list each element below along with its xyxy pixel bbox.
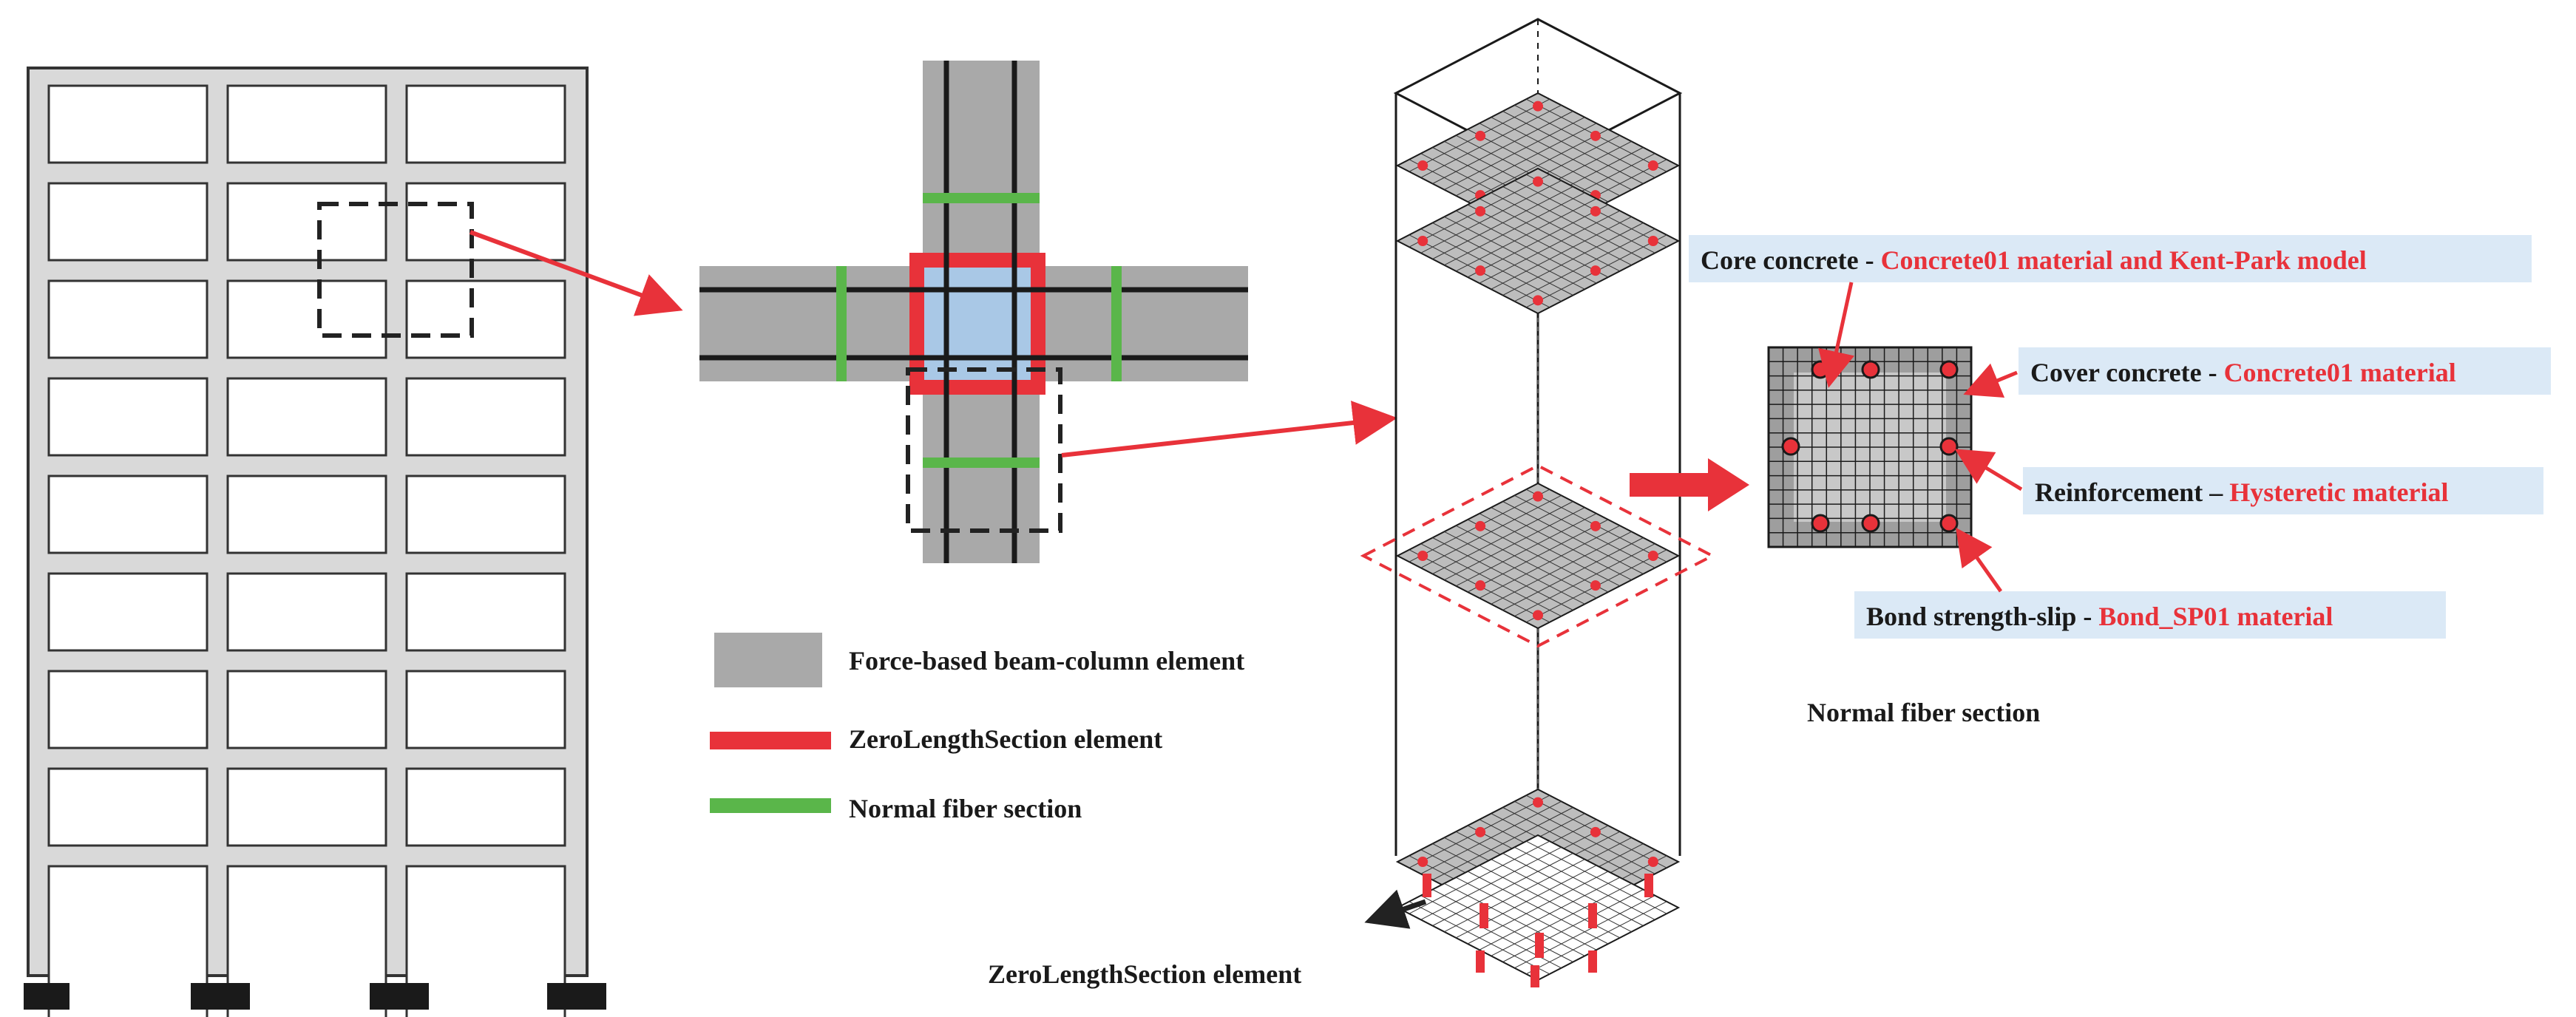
frame-opening [405, 670, 566, 749]
legend: Force-based beam-column element ZeroLeng… [710, 633, 1244, 823]
label-box-cover-concrete [2019, 347, 2551, 395]
joint-core [909, 253, 1045, 395]
legend-label-red: ZeroLengthSection element [849, 724, 1162, 754]
label-cover-concrete: Cover concrete - Concrete01 material [2030, 358, 2456, 387]
zerolength-bond-bars [1423, 874, 1653, 987]
frame-opening [405, 279, 566, 359]
frame-opening [47, 865, 209, 1017]
label-box-core-concrete [1689, 235, 2532, 282]
frame-opening [405, 767, 566, 847]
frame-opening [226, 572, 387, 652]
column-fiber-slice [1395, 834, 1681, 982]
leader-reinforcement [1954, 449, 2023, 492]
frame-opening [405, 182, 566, 262]
section-caption: Normal fiber section [1807, 698, 2040, 727]
label-core-concrete: Core concrete - Concrete01 material and … [1701, 245, 2367, 275]
frame-opening [47, 84, 209, 164]
legend-swatch-red [710, 732, 831, 749]
column-fiber-slices [1395, 92, 1681, 982]
frame-foundation-blocks [24, 983, 606, 1010]
frame-opening [226, 865, 387, 1017]
leader-core-concrete [1818, 282, 1854, 388]
legend-swatch-green [710, 798, 831, 813]
column-lower [923, 377, 1040, 563]
frame-opening [47, 182, 209, 262]
slip-direction-arrow [1364, 889, 1427, 929]
foundation-block [191, 983, 250, 1010]
arrow-column-to-section [1630, 458, 1749, 511]
frame-openings [47, 84, 566, 1017]
foundation-block [547, 983, 606, 1010]
frame-opening [405, 377, 566, 457]
frame-opening [405, 865, 566, 1017]
arrow-frame-to-joint [469, 230, 683, 316]
joint-highlight-box [317, 202, 474, 338]
legend-label-gray: Force-based beam-column element [849, 646, 1244, 676]
legend-label-green: Normal fiber section [849, 794, 1082, 823]
section-labels: Core concrete - Concrete01 material and … [1689, 235, 2551, 727]
frame-opening [47, 670, 209, 749]
frame-opening [47, 572, 209, 652]
frame-opening [47, 475, 209, 554]
frame-opening [405, 572, 566, 652]
label-reinforcement: Reinforcement – Hysteretic material [2035, 477, 2448, 507]
column-bottom-label: ZeroLengthSection element [988, 959, 1301, 989]
column-fiber-slice [1395, 92, 1681, 239]
arrow-joint-to-column [1061, 401, 1397, 458]
frame-opening [226, 670, 387, 749]
frame-opening [47, 767, 209, 847]
frame-opening [405, 475, 566, 554]
frame-opening [226, 279, 387, 359]
column-upper [923, 61, 1040, 275]
label-box-bond-slip [1854, 591, 2446, 639]
frame-opening [226, 377, 387, 457]
beam-column-joint [699, 61, 1248, 563]
frame-opening [226, 84, 387, 164]
legend-swatch-gray [714, 633, 822, 687]
building-frame [24, 67, 606, 1017]
frame-opening [47, 279, 209, 359]
label-bond-slip: Bond strength-slip - Bond_SP01 material [1866, 602, 2333, 631]
frame-opening [226, 767, 387, 847]
frame-opening [47, 377, 209, 457]
column-slice-highlight [1360, 463, 1716, 648]
section-leader-arrows [1818, 282, 2023, 593]
frame-opening [405, 84, 566, 164]
foundation-block [370, 983, 429, 1010]
column-fiber-slice [1395, 482, 1681, 630]
frame-opening [226, 182, 387, 262]
fiber-section [1767, 346, 1973, 548]
frame-opening [226, 475, 387, 554]
foundation-block [24, 983, 70, 1010]
leader-cover-concrete [1963, 363, 2018, 398]
label-box-reinforcement [2023, 467, 2543, 514]
leader-bond-slip [1956, 527, 2003, 593]
column-fiber-slice [1395, 167, 1681, 315]
column-3d: ZeroLengthSection element [988, 18, 1716, 989]
column-highlight-box [906, 367, 1062, 533]
